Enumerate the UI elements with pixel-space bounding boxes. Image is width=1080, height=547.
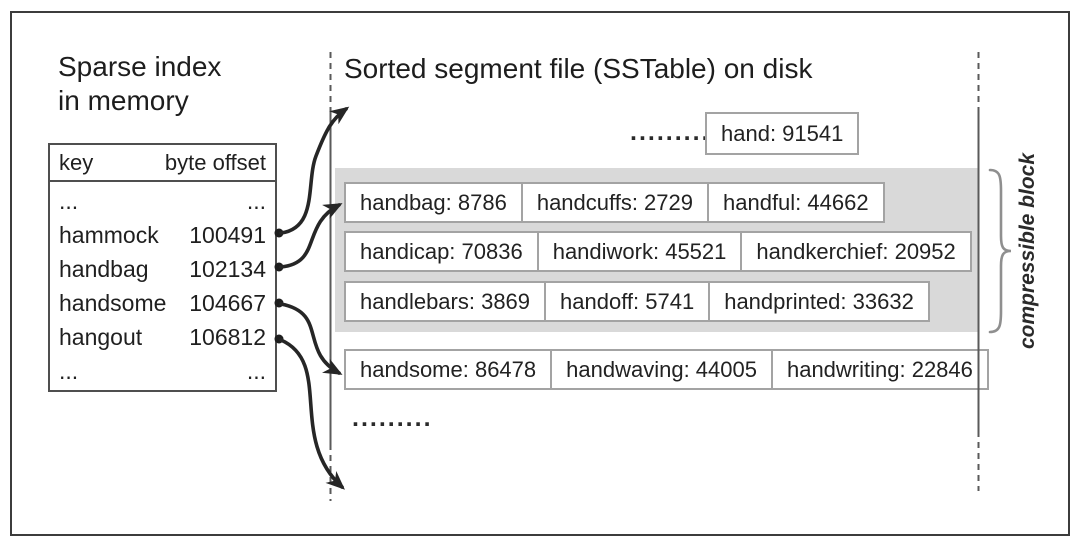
segment-entry: handkerchief: 20952 (740, 231, 972, 272)
index-table-header-key: key (59, 149, 94, 175)
compressible-block-label: compressible block (1016, 152, 1039, 350)
segment-entry: handcuffs: 2729 (520, 182, 709, 223)
index-offset: 104667 (189, 289, 266, 316)
index-offset: 102134 (189, 255, 266, 282)
segment-entry: handlebars: 3869 (344, 281, 547, 322)
segment-row-1: handbag: 8786 handcuffs: 2729 handful: 4… (344, 182, 885, 223)
index-offset: 106812 (189, 323, 266, 350)
sparse-index-table: key byte offset ... ... hammock 100491 h… (48, 143, 277, 392)
index-table-header-offset: byte offset (164, 149, 266, 175)
table-row: ... ... (50, 184, 275, 218)
segment-entry-hand: hand: 91541 (705, 112, 860, 155)
segment-row-3: handlebars: 3869 handoff: 5741 handprint… (344, 281, 930, 322)
segment-entry: handwriting: 22846 (770, 349, 989, 390)
segment-row-4: handsome: 86478 handwaving: 44005 handwr… (344, 349, 989, 390)
sparse-index-title-line1: Sparse index (58, 51, 222, 82)
index-key: hangout (59, 323, 143, 350)
table-row: hangout 106812 (50, 320, 275, 354)
segment-entry: handbag: 8786 (344, 182, 523, 223)
segment-entry: handprinted: 33632 (708, 281, 930, 322)
segment-entry: handful: 44662 (707, 182, 885, 223)
index-key: ... (59, 357, 79, 384)
segment-entry: hand: 91541 (705, 112, 860, 155)
segment-entry: handoff: 5741 (544, 281, 711, 322)
index-table-body: ... ... hammock 100491 handbag 102134 ha… (50, 182, 275, 390)
index-key: handsome (59, 289, 167, 316)
ellipsis-before-hand: ......... (630, 118, 711, 146)
table-row: handsome 104667 (50, 286, 275, 320)
segment-entry: handsome: 86478 (344, 349, 553, 390)
table-row: handbag 102134 (50, 252, 275, 286)
segment-row-2: handicap: 70836 handiwork: 45521 handker… (344, 231, 972, 272)
index-offset: 100491 (189, 221, 266, 248)
index-key: handbag (59, 255, 149, 282)
segment-entry: handiwork: 45521 (536, 231, 743, 272)
index-key: hammock (59, 221, 159, 248)
index-offset: ... (246, 357, 266, 384)
index-offset: ... (246, 187, 266, 214)
sparse-index-title-line2: in memory (58, 85, 189, 117)
table-row: ... ... (50, 354, 275, 388)
segment-entry: handicap: 70836 (344, 231, 539, 272)
index-key: ... (59, 187, 79, 214)
table-row: hammock 100491 (50, 218, 275, 252)
segment-entry: handwaving: 44005 (550, 349, 773, 390)
sstable-title: Sorted segment file (SSTable) on disk (344, 53, 813, 84)
index-table-header: key byte offset (50, 145, 275, 182)
sparse-index-title: Sparse index in memory (58, 50, 221, 118)
ellipsis-after-rows: ......... (352, 404, 433, 432)
